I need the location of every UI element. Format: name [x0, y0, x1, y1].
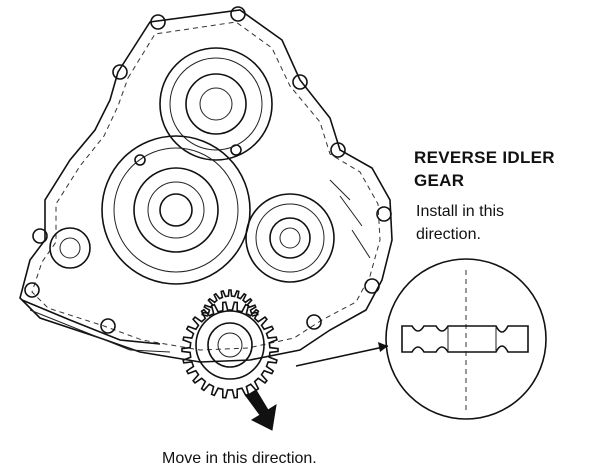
- lower-flange: [21, 179, 371, 353]
- callout-note-line2: direction.: [416, 226, 481, 243]
- reverse-idler-gear: [181, 289, 279, 399]
- move-direction-caption: Move in this direction.: [162, 450, 317, 467]
- detail-inset: [385, 258, 547, 420]
- callout-note-line1: Install in this: [416, 203, 505, 220]
- left-boss: [49, 227, 91, 269]
- callout-title-line1: REVERSE IDLER: [414, 148, 555, 167]
- transmission-housing: [19, 6, 393, 363]
- callout-title-line2: GEAR: [414, 171, 465, 190]
- upper-bearing: [159, 47, 273, 161]
- move-direction-arrow: [245, 389, 277, 431]
- main-bearing: [101, 135, 251, 285]
- leader-arrowhead: [378, 342, 388, 352]
- countershaft-bearing: [245, 193, 335, 283]
- leader-line: [295, 345, 389, 367]
